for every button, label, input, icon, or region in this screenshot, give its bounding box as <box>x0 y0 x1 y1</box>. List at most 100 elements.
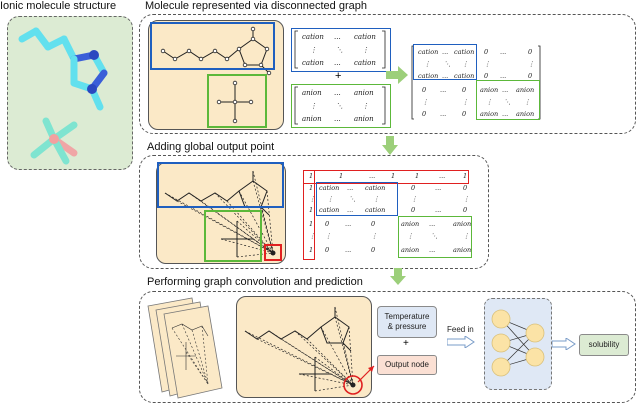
output-arrow-icon <box>552 338 576 350</box>
svg-text:0: 0 <box>411 206 415 214</box>
red-arrow-icon <box>357 365 375 383</box>
cation-highlight-box-2 <box>157 162 284 208</box>
svg-text:anion: anion <box>480 110 498 118</box>
svg-text:0: 0 <box>484 48 488 56</box>
svg-text:⋮: ⋮ <box>424 60 431 68</box>
svg-text:anion: anion <box>302 89 322 97</box>
svg-text:anion: anion <box>516 110 534 118</box>
svg-text:⋮: ⋮ <box>309 195 316 203</box>
svg-text:anion: anion <box>354 115 374 123</box>
augmented-matrix: 1 1 ... 1 1 ... 1 1 cation ... cation 0 … <box>309 172 471 254</box>
global-node-highlight <box>264 244 282 261</box>
temperature-label: Temperature <box>384 312 430 321</box>
svg-text:⋮: ⋮ <box>371 232 378 240</box>
svg-text:⋮: ⋮ <box>362 102 369 110</box>
arrow-down-icon-2 <box>390 268 406 285</box>
svg-text:1: 1 <box>309 184 313 192</box>
svg-text:anion: anion <box>453 246 471 254</box>
svg-text:0: 0 <box>422 86 426 94</box>
conv-graph-card <box>236 296 372 398</box>
svg-text:0: 0 <box>463 206 467 214</box>
svg-text:0: 0 <box>462 110 466 118</box>
augmented-cation-block <box>316 182 398 216</box>
neural-network-panel <box>484 298 552 390</box>
anion-matrix: anion ... anion ⋮ ⋱ ⋮ anion ... anion <box>294 86 386 125</box>
svg-text:1: 1 <box>309 220 313 228</box>
conv-graph-drawing <box>244 306 363 395</box>
svg-text:0: 0 <box>463 184 467 192</box>
svg-text:⋮: ⋮ <box>463 232 470 240</box>
svg-text:...: ... <box>435 206 441 214</box>
svg-text:⋮: ⋮ <box>486 98 493 106</box>
svg-text:0: 0 <box>484 72 488 80</box>
svg-text:⋱: ⋱ <box>444 60 451 68</box>
svg-text:cation: cation <box>354 59 376 67</box>
svg-text:...: ... <box>429 220 435 228</box>
svg-text:1: 1 <box>309 172 313 180</box>
feed-in-label: Feed in <box>447 325 474 334</box>
svg-text:...: ... <box>440 110 446 118</box>
arrow-right-icon <box>386 66 408 84</box>
svg-text:...: ... <box>369 172 375 180</box>
anion-highlight-box-2 <box>204 210 262 262</box>
ionic-molecule-panel <box>7 16 133 170</box>
svg-text:0: 0 <box>371 246 375 254</box>
svg-text:⋮: ⋮ <box>462 98 469 106</box>
svg-text:anion: anion <box>453 220 471 228</box>
svg-text:⋱: ⋱ <box>431 232 438 240</box>
svg-text:0: 0 <box>371 220 375 228</box>
svg-text:cation: cation <box>454 72 474 80</box>
anion-highlight-box <box>207 74 267 128</box>
ionic-molecule-3d-model <box>18 27 108 165</box>
svg-text:⋮: ⋮ <box>462 60 469 68</box>
svg-text:cation: cation <box>365 206 385 214</box>
cation-matrix-box <box>291 28 391 72</box>
svg-text:⋮: ⋮ <box>407 232 414 240</box>
svg-text:⋮: ⋮ <box>422 98 429 106</box>
svg-text:cation: cation <box>319 184 339 192</box>
feed-in-arrow-icon <box>447 336 475 348</box>
svg-text:⋱: ⋱ <box>336 102 343 110</box>
disconnected-graph-title: Molecule represented via disconnected gr… <box>145 0 367 12</box>
svg-text:...: ... <box>435 184 441 192</box>
svg-text:...: ... <box>347 206 353 214</box>
svg-text:⋮: ⋮ <box>411 195 418 203</box>
global-column-box <box>303 170 315 260</box>
svg-text:...: ... <box>502 86 508 94</box>
svg-text:...: ... <box>502 110 508 118</box>
svg-text:cation: cation <box>418 48 438 56</box>
svg-text:0: 0 <box>528 48 532 56</box>
svg-text:⋮: ⋮ <box>325 232 332 240</box>
output-node-label: Output node <box>384 360 430 369</box>
svg-text:⋮: ⋮ <box>463 195 470 203</box>
svg-text:⋮: ⋮ <box>310 46 317 54</box>
svg-text:...: ... <box>440 86 446 94</box>
augmented-anion-block <box>398 216 472 258</box>
svg-text:1: 1 <box>415 172 419 180</box>
svg-text:cation: cation <box>319 206 339 214</box>
svg-text:...: ... <box>334 115 341 123</box>
neural-network-drawing <box>491 309 545 377</box>
svg-text:cation: cation <box>418 72 438 80</box>
svg-text:1: 1 <box>309 246 313 254</box>
svg-text:...: ... <box>347 184 353 192</box>
svg-text:0: 0 <box>422 110 426 118</box>
svg-text:...: ... <box>334 59 341 67</box>
combined-cation-block <box>413 44 477 80</box>
svg-text:⋱: ⋱ <box>336 46 343 54</box>
svg-text:anion: anion <box>354 89 374 97</box>
svg-text:⋮: ⋮ <box>484 60 491 68</box>
svg-text:1: 1 <box>463 172 467 180</box>
solubility-box: solubility <box>579 334 629 356</box>
svg-text:⋮: ⋮ <box>327 195 334 203</box>
cation-matrix: cation ... cation ⋮ ⋱ ⋮ cation ... catio… <box>294 30 386 69</box>
svg-text:⋮: ⋮ <box>524 98 531 106</box>
svg-text:0: 0 <box>528 72 532 80</box>
svg-text:⋮: ⋮ <box>309 232 316 240</box>
svg-text:1: 1 <box>309 206 313 214</box>
svg-text:1: 1 <box>339 172 343 180</box>
svg-text:...: ... <box>442 48 448 56</box>
svg-text:anion: anion <box>401 246 419 254</box>
svg-text:cation: cation <box>302 33 324 41</box>
svg-text:...: ... <box>334 33 341 41</box>
